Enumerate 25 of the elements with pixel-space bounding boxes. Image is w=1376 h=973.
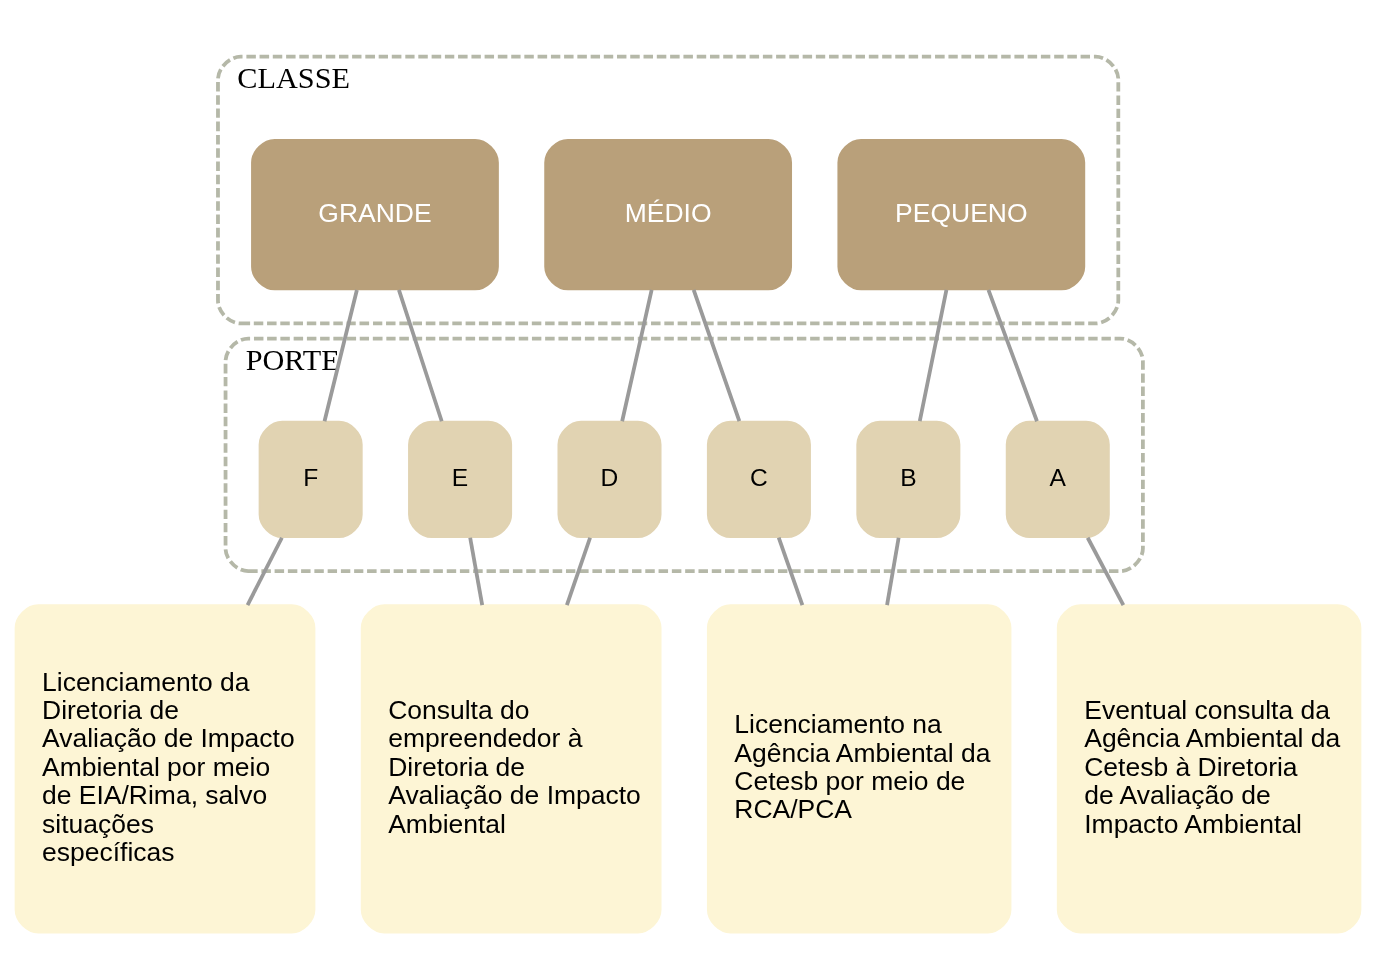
node-box: A — [1005, 420, 1110, 538]
connector — [776, 536, 805, 606]
connector — [885, 536, 901, 605]
node-box: PEQUENO — [837, 138, 1086, 290]
node-box: Licenciamento na Agência Ambiental da Cetesb por meio de RCA/PCA — [706, 603, 1012, 933]
connector — [620, 289, 654, 422]
connector — [245, 536, 284, 606]
node-box: Licenciamento da Diretoria de Avaliação de Impacto Ambiental por meio de EIA/Rima, salvo situações específicas — [14, 603, 316, 933]
node-box: E — [408, 420, 513, 538]
node-box: B — [856, 420, 961, 538]
node-box: GRANDE — [251, 138, 499, 290]
node-box: MÉDIO — [544, 138, 793, 290]
connector — [1086, 536, 1126, 606]
node-box: C — [706, 420, 811, 538]
node-box: Eventual consulta da Agência Ambiental da Cetesb à Diretoria de Avaliação de Impacto Ambiental — [1056, 603, 1362, 933]
connector — [468, 536, 485, 605]
node-box: Consulta do empreendedor à Diretoria de Avaliação de Impacto Ambiental — [360, 603, 662, 933]
connector — [917, 289, 949, 422]
connector — [565, 536, 592, 606]
connector — [322, 289, 359, 422]
connector — [691, 288, 742, 422]
node-box: F — [258, 420, 363, 538]
connector — [986, 288, 1039, 422]
connector — [397, 288, 444, 422]
node-box: D — [557, 420, 662, 538]
